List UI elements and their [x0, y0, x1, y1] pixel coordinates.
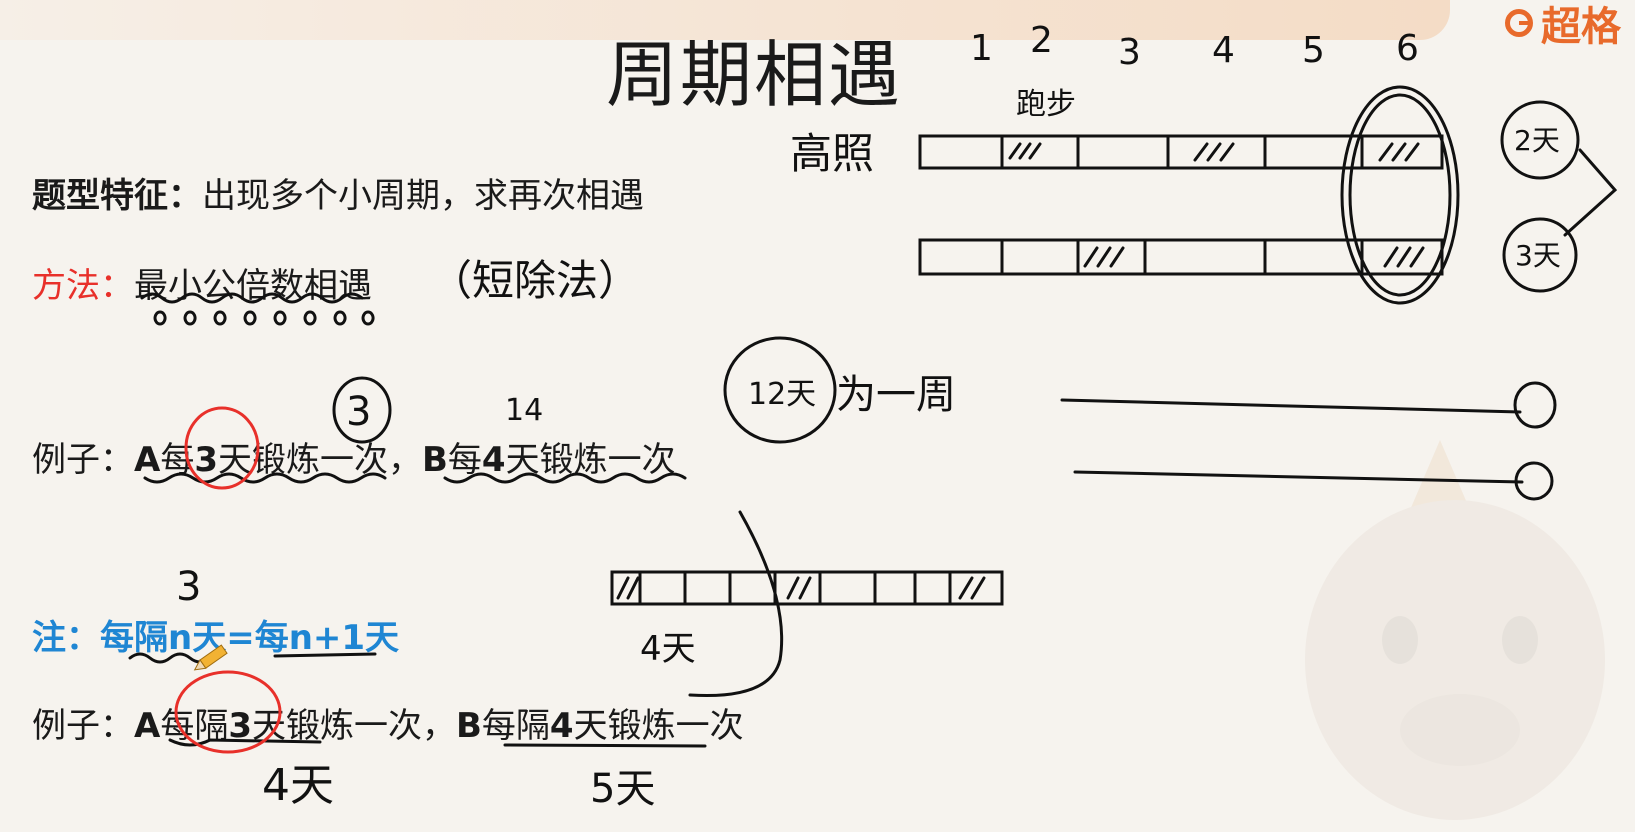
mid-timeline — [610, 570, 1004, 606]
feature-text: 出现多个小周期，求再次相遇 — [202, 176, 644, 216]
mid-curve — [688, 510, 784, 698]
example1-b-num: 4 — [481, 440, 506, 480]
timeline-bar-1 — [918, 134, 1444, 170]
method-dots — [153, 310, 375, 326]
example1-a: A — [134, 440, 161, 480]
hw-circle-3: 3 — [346, 389, 371, 435]
method-text: 最小公倍数相遇 — [134, 266, 372, 306]
hw-cycle-rest: 为一周 — [836, 372, 956, 418]
hw-three-days: 3天 — [1515, 239, 1561, 272]
hw-four-days: 4天 — [262, 760, 334, 811]
note-line: 注：每隔n天=每n+1天 — [32, 618, 400, 658]
page-title: 周期相遇 — [606, 33, 903, 117]
meeting-circle-inner — [1348, 93, 1452, 297]
hw-paobu: 跑步 — [1016, 87, 1076, 122]
mid-hatch — [616, 576, 986, 600]
three-days-circle — [1502, 217, 1578, 293]
example2-b: B — [456, 706, 482, 746]
example2-a-mid1: 每隔 — [160, 706, 229, 746]
method-label: 方法： — [32, 266, 134, 306]
example2-b-mid2: 天锻炼一次 — [573, 706, 744, 746]
brand-logo: 超格 — [1505, 0, 1621, 52]
hw-circle-14: 14 — [505, 393, 543, 428]
example2-prefix: 例子： — [32, 706, 134, 746]
long-line-1-end — [1513, 381, 1557, 429]
header-band — [0, 0, 1450, 40]
example1-a-mid2: 天锻炼一次， — [218, 440, 422, 480]
brand-g-icon — [1505, 9, 1533, 37]
cycle-circle — [723, 336, 837, 444]
hw-gaozhao: 高照 — [790, 129, 874, 178]
example1-b-mid1: 每 — [447, 440, 482, 480]
hatch-marks — [1008, 142, 1425, 268]
example2-a-mid2: 天锻炼一次， — [252, 706, 456, 746]
bracket-line — [1563, 148, 1618, 237]
two-days-circle — [1500, 100, 1580, 180]
brand-name: 超格 — [1541, 4, 1621, 50]
timeline-bar-2 — [918, 238, 1444, 276]
method-line: 方法：最小公倍数相遇 — [32, 258, 372, 307]
hw-four-days-mid: 4天 — [640, 629, 696, 669]
example1-a-num: 3 — [194, 440, 218, 480]
example2-a-num: 3 — [228, 706, 252, 746]
example2-a: A — [134, 706, 161, 746]
example1-b: B — [422, 440, 448, 480]
long-line-1 — [1060, 398, 1522, 414]
meeting-circle — [1340, 85, 1460, 305]
example1-prefix: 例子： — [32, 440, 134, 480]
example2-line: 例子：A每隔3天锻炼一次，B每隔4天锻炼一次 — [32, 698, 744, 747]
feature-line: 题型特征：出现多个小周期，求再次相遇 — [32, 168, 644, 217]
hw-five-days: 5天 — [590, 766, 655, 812]
feature-label: 题型特征： — [32, 176, 202, 216]
mid-timeline-dividers — [638, 570, 952, 606]
timeline-bar-dividers — [1000, 134, 1364, 276]
example2-b-mid1: 每隔 — [481, 706, 550, 746]
example1-line: 例子：A每3天锻炼一次，B每4天锻炼一次 — [32, 432, 676, 481]
hw-short-division: （短除法） — [430, 256, 640, 305]
example1-a-mid1: 每 — [160, 440, 195, 480]
example1-b-mid2: 天锻炼一次 — [505, 440, 676, 480]
hw-note-3: 3 — [176, 564, 201, 610]
hw-cycle: 12天 — [748, 377, 816, 412]
example2-b-num: 4 — [549, 706, 574, 746]
hw-two-days: 2天 — [1514, 124, 1560, 157]
mascot-watermark — [1305, 440, 1605, 820]
